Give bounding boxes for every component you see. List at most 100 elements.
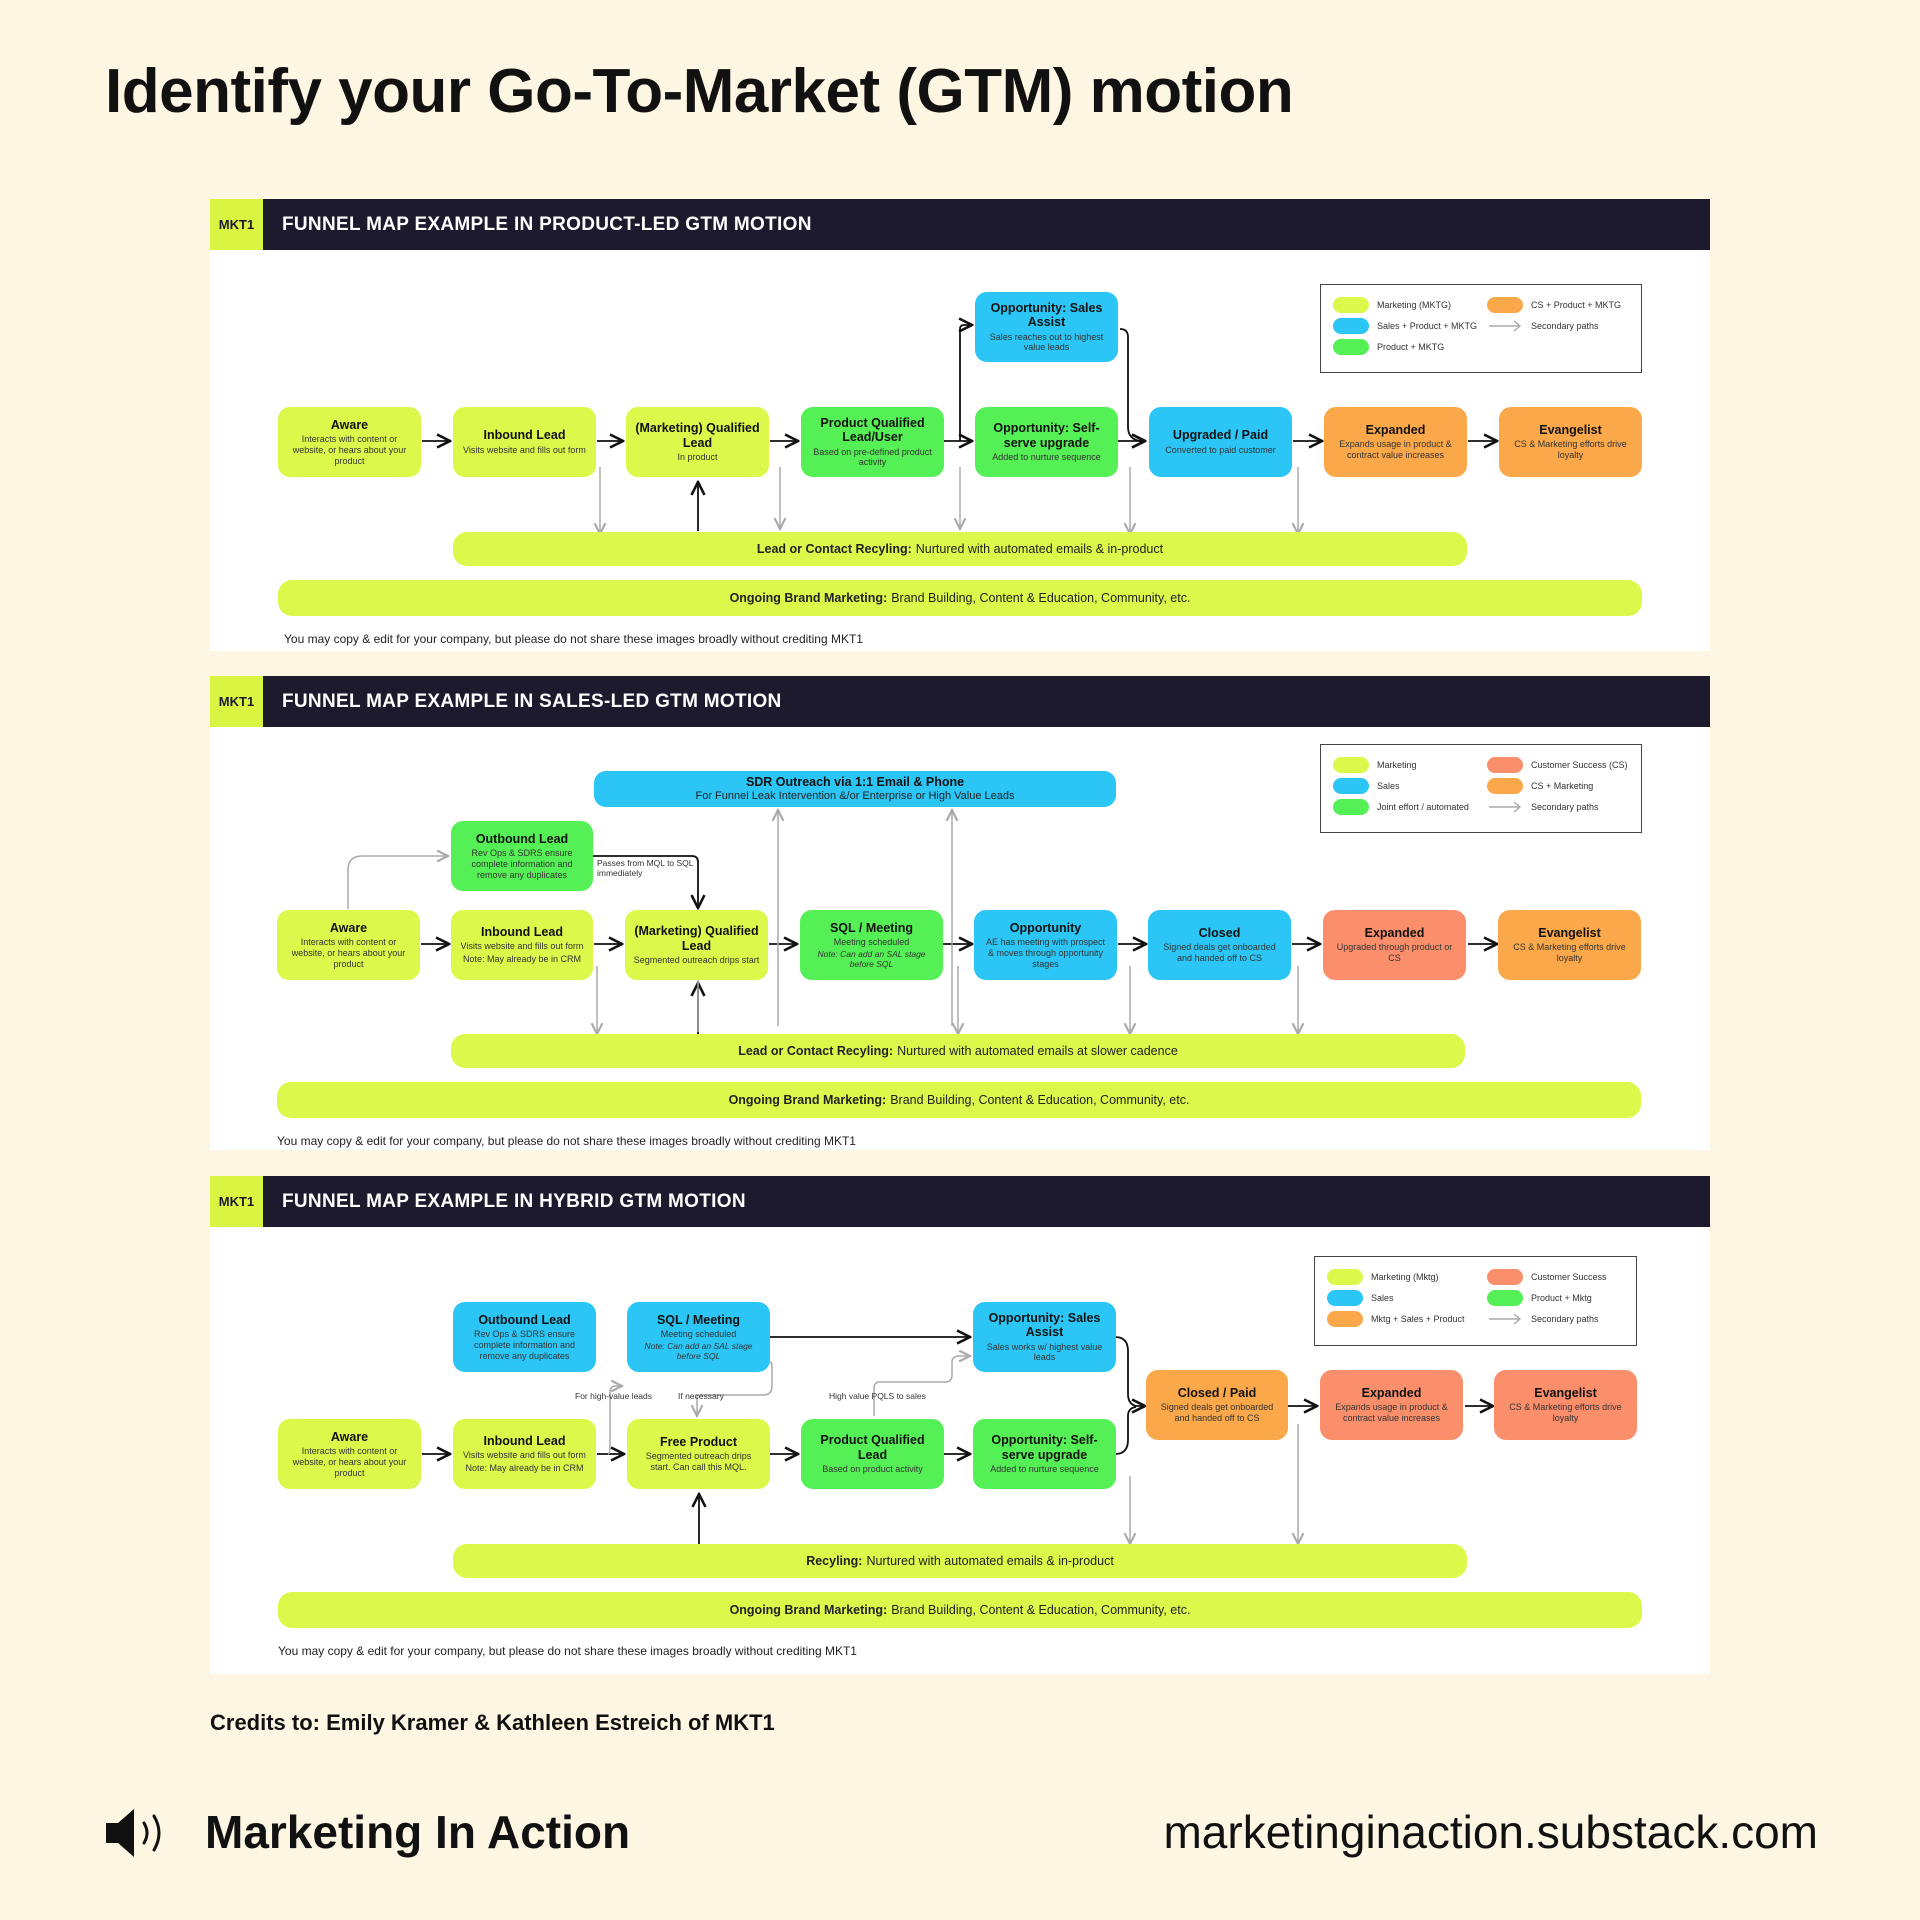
label-if-necessary: If necessary xyxy=(678,1391,724,1401)
node-desc: Sales reaches out to highest value leads xyxy=(989,331,1104,353)
node-title: Free Product xyxy=(659,1435,738,1450)
legend-label: Customer Success xyxy=(1531,1272,1607,1282)
panel-product-led: MKT1 FUNNEL MAP EXAMPLE IN PRODUCT-LED G… xyxy=(210,199,1710,651)
swatch xyxy=(1327,1290,1363,1306)
node-note: Note: May already be in CRM xyxy=(465,1463,584,1474)
brand-marketing-bar: Ongoing Brand Marketing:Brand Building, … xyxy=(277,1082,1641,1118)
legend-marketing: Marketing xyxy=(1333,757,1417,773)
node-title: Expanded xyxy=(1365,423,1426,438)
swatch xyxy=(1487,1290,1523,1306)
node-desc: Meeting scheduled xyxy=(833,937,910,948)
node-desc: Interacts with content or website, or he… xyxy=(291,936,406,969)
site-url[interactable]: marketinginaction.substack.com xyxy=(1163,1806,1818,1858)
swatch xyxy=(1333,799,1369,815)
legend: Marketing Sales Joint effort / automated… xyxy=(1320,744,1642,833)
recycling-bar: Lead or Contact Recyling:Nurtured with a… xyxy=(453,532,1467,566)
node-desc: Visits website and fills out form xyxy=(463,444,586,455)
panel-sales-led: MKT1 FUNNEL MAP EXAMPLE IN SALES-LED GTM… xyxy=(210,676,1710,1150)
swatch xyxy=(1487,778,1523,794)
node-title: Evangelist xyxy=(1534,1386,1597,1401)
node-desc: Expands usage in product & contract valu… xyxy=(1335,1402,1448,1424)
recycling-bar: Recyling:Nurtured with automated emails … xyxy=(453,1544,1467,1578)
legend-secondary: Secondary paths xyxy=(1487,799,1599,815)
legend-sales: Sales + Product + MKTG xyxy=(1333,318,1477,334)
node-title: Evangelist xyxy=(1538,926,1601,941)
mkt1-tag: MKT1 xyxy=(210,199,263,250)
node-desc: In product xyxy=(677,451,718,462)
legend-sales: Sales xyxy=(1327,1290,1394,1306)
arrow-icon xyxy=(1489,320,1522,332)
node-title: Product Qualified Lead xyxy=(820,1433,925,1462)
legend-label: Product + Mktg xyxy=(1531,1293,1592,1303)
node-desc: Based on pre-defined product activity xyxy=(813,446,932,468)
node-title: Aware xyxy=(329,920,368,935)
swatch xyxy=(1487,1269,1523,1285)
node-title: Inbound Lead xyxy=(483,1434,566,1449)
node-desc: Visits website and fills out form xyxy=(460,941,584,952)
legend-cs: CS + Product + MKTG xyxy=(1487,297,1621,313)
credit-note: You may copy & edit for your company, bu… xyxy=(278,1644,857,1658)
legend-label: Secondary paths xyxy=(1531,321,1599,331)
mkt1-tag: MKT1 xyxy=(210,676,263,727)
legend-label: Sales xyxy=(1371,1293,1394,1303)
panel-title: FUNNEL MAP EXAMPLE IN SALES-LED GTM MOTI… xyxy=(282,691,782,712)
bar-text: Brand Building, Content & Education, Com… xyxy=(891,1603,1191,1617)
bar-label: Recyling: xyxy=(806,1554,863,1568)
node-title: Inbound Lead xyxy=(483,428,566,443)
node-desc: Segmented outreach drips start. Can call… xyxy=(645,1451,752,1473)
node-desc: Converted to paid customer xyxy=(1165,444,1276,455)
arrow-icon xyxy=(1489,801,1522,813)
page-title: Identify your Go-To-Market (GTM) motion xyxy=(105,57,1294,126)
credits-text: Credits to: Emily Kramer & Kathleen Estr… xyxy=(210,1710,775,1735)
legend-label: Marketing (MKTG) xyxy=(1377,300,1452,310)
node-title: Opportunity: Sales Assist xyxy=(990,300,1103,330)
legend-label: Customer Success (CS) xyxy=(1531,760,1628,770)
bar-label: Lead or Contact Recyling: xyxy=(756,542,912,556)
legend: Marketing (Mktg) Sales Mktg + Sales + Pr… xyxy=(1314,1256,1637,1346)
bar-text: Nurtured with automated emails & in-prod… xyxy=(866,1554,1114,1568)
panel-header: MKT1 FUNNEL MAP EXAMPLE IN PRODUCT-LED G… xyxy=(210,199,1710,250)
node-title: Aware xyxy=(330,1429,369,1444)
node-desc: Visits website and fills out form xyxy=(463,1450,586,1461)
node-desc: Added to nurture sequence xyxy=(992,451,1101,462)
legend-label: CS + Product + MKTG xyxy=(1531,300,1622,310)
node-desc: Signed deals get onboarded and handed of… xyxy=(1160,1402,1274,1424)
node-title: Upgraded / Paid xyxy=(1172,428,1269,443)
node-note: Note: Can add an SAL stage before SQL xyxy=(817,948,926,970)
node-title: Inbound Lead xyxy=(481,925,563,940)
node-desc: Meeting scheduled xyxy=(660,1329,737,1340)
node-desc: Rev Ops & SDRS ensure complete informati… xyxy=(473,1328,576,1361)
legend-mixed: Mktg + Sales + Product xyxy=(1327,1311,1465,1327)
node-title: (Marketing) Qualified Lead xyxy=(634,924,759,953)
label-high-value-leads: For high-value leads xyxy=(575,1391,653,1401)
legend-product: Product + MKTG xyxy=(1333,339,1444,355)
speaker-icon xyxy=(106,1809,161,1857)
legend-label: Product + MKTG xyxy=(1377,342,1445,352)
legend-label: Sales + Product + MKTG xyxy=(1377,321,1478,331)
node-desc: Signed deals get onboarded and handed of… xyxy=(1163,942,1276,964)
panel-header: MKT1 FUNNEL MAP EXAMPLE IN HYBRID GTM MO… xyxy=(210,1176,1710,1227)
node-title: SQL / Meeting xyxy=(656,1312,741,1327)
node-desc: Segmented outreach drips start xyxy=(633,954,760,965)
panel-title: FUNNEL MAP EXAMPLE IN PRODUCT-LED GTM MO… xyxy=(282,214,812,235)
swatch xyxy=(1327,1311,1363,1327)
node-title: Opportunity xyxy=(1009,920,1082,935)
legend-product: Product + Mktg xyxy=(1487,1290,1592,1306)
legend-cs: Customer Success (CS) xyxy=(1487,757,1628,773)
credit-note: You may copy & edit for your company, bu… xyxy=(284,632,863,646)
